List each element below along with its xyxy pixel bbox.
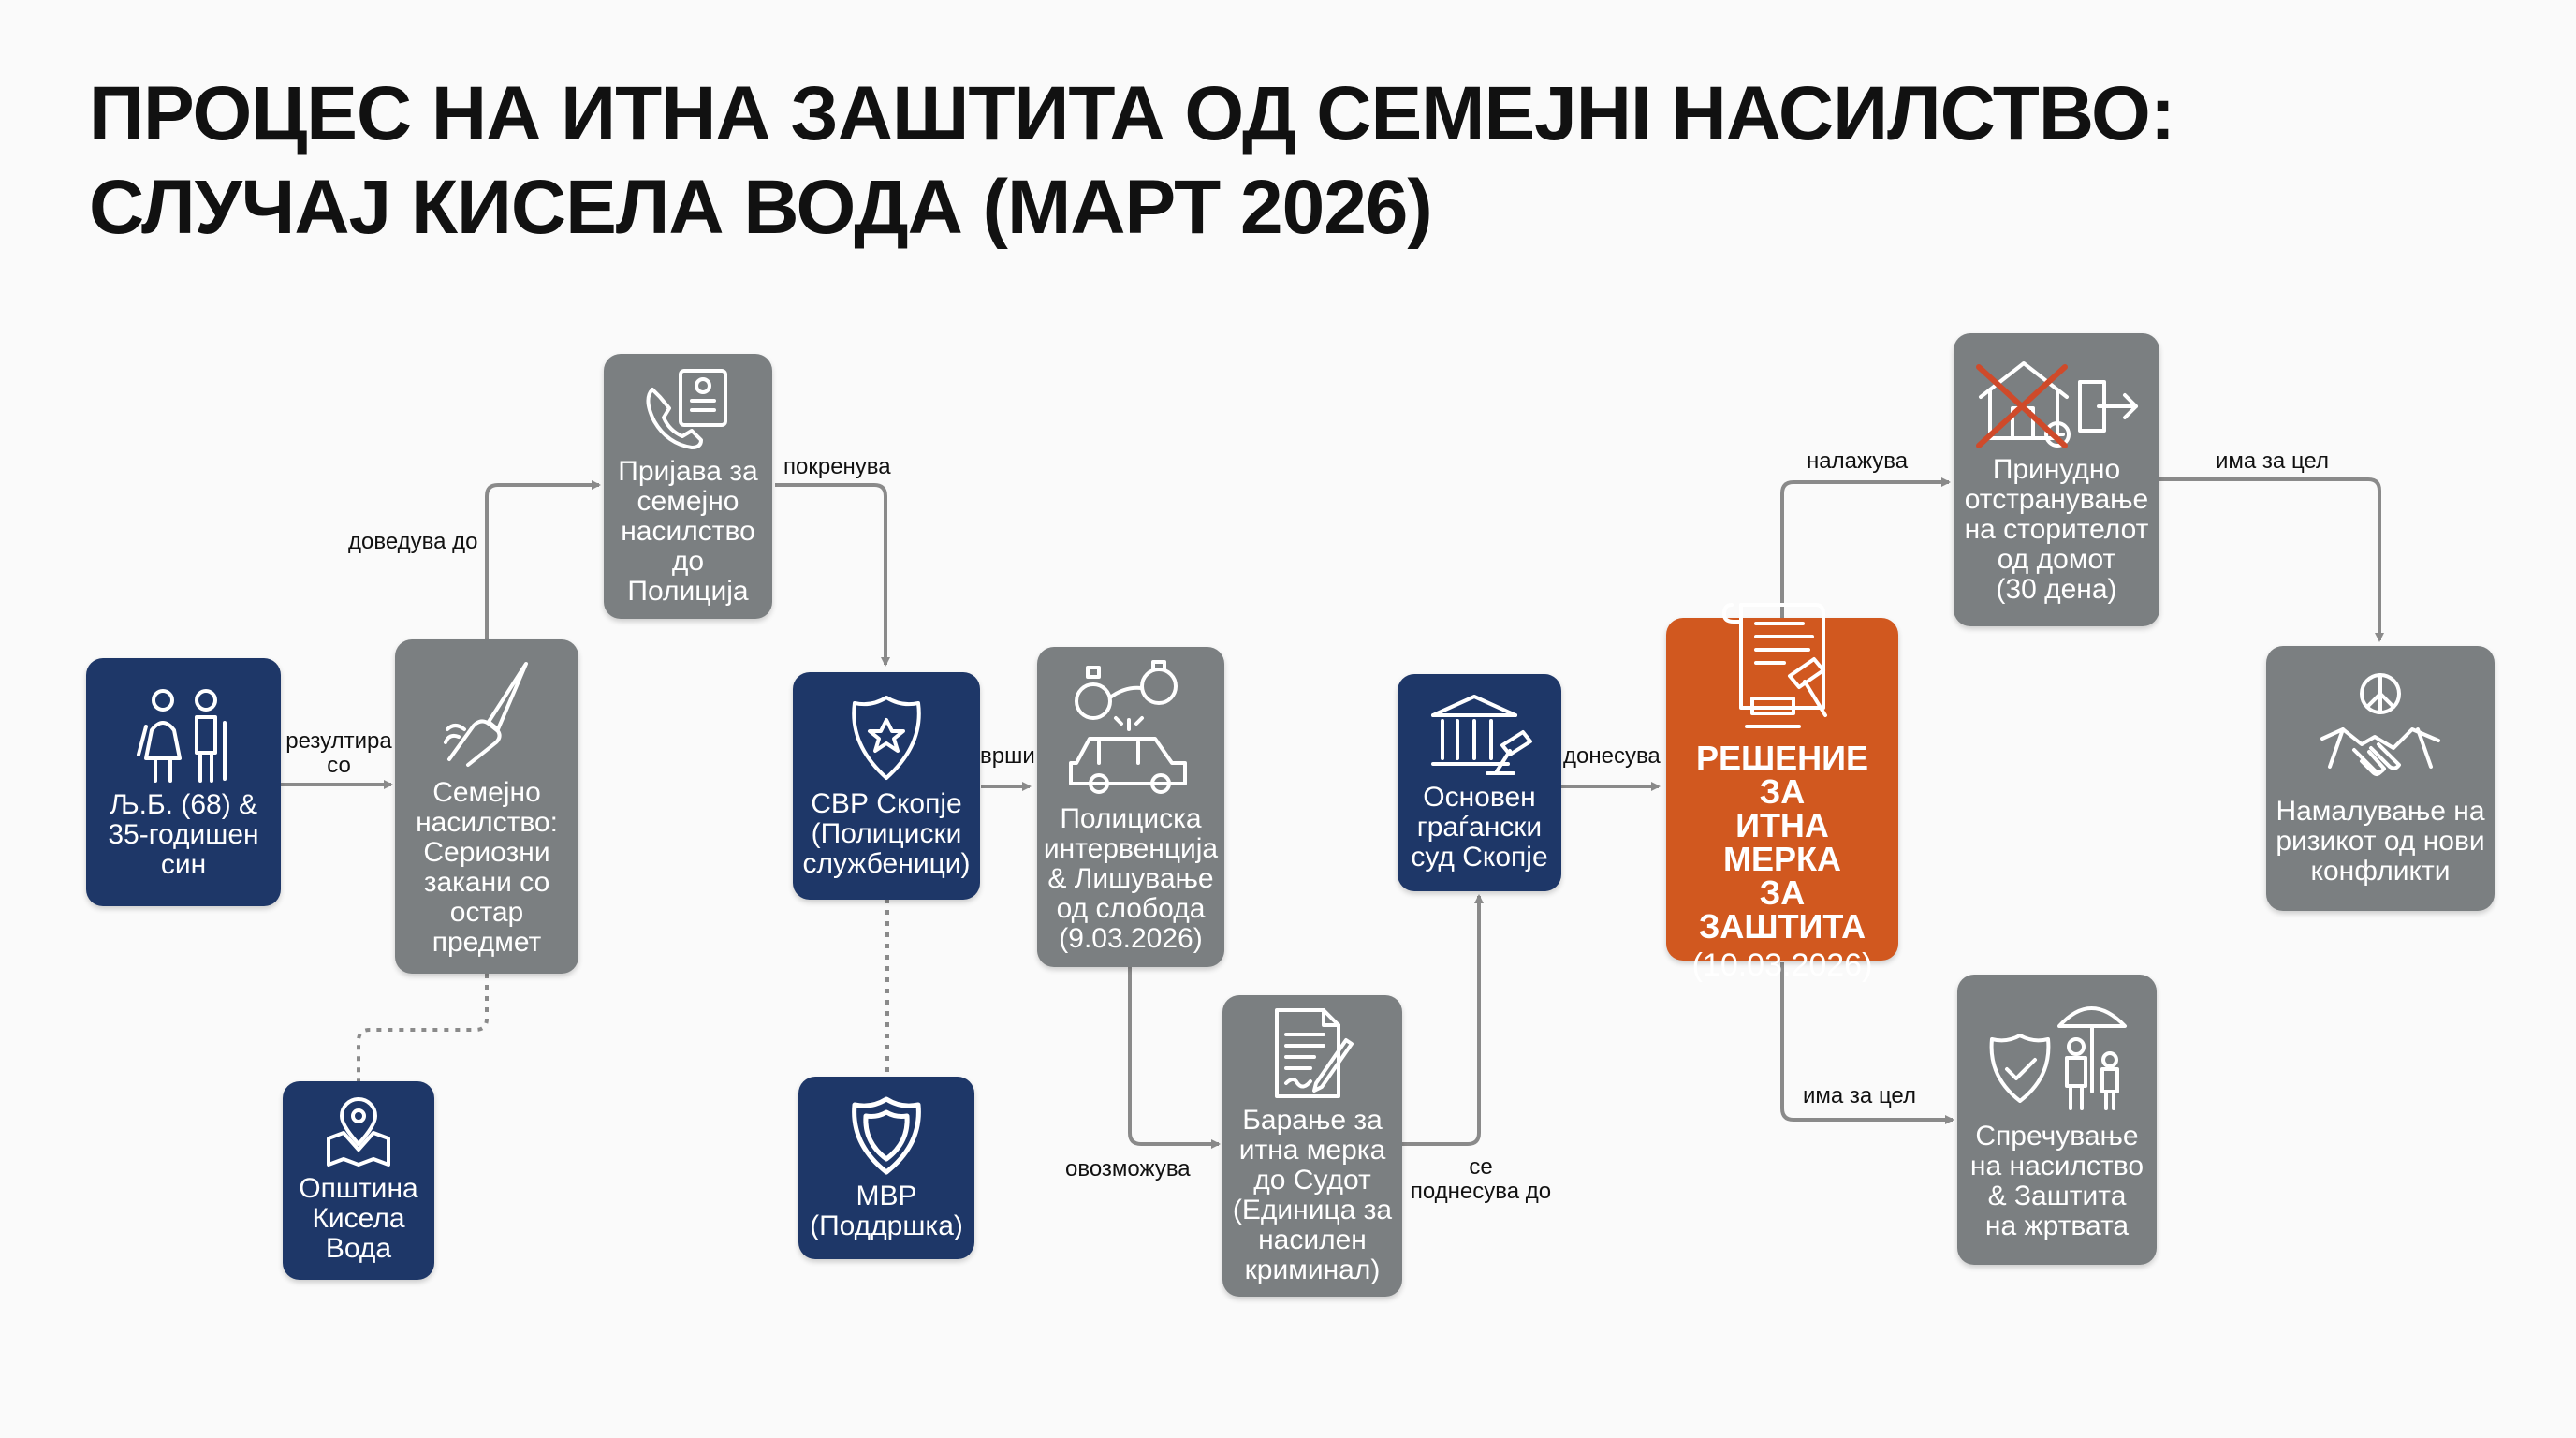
edge-label-submitted-to: се поднесува до [1410,1154,1552,1204]
edge-label-results-in: резултира со [285,728,392,778]
node-report-label: Пријава за семејно насилство до Полиција [618,455,758,607]
edge-label-performs: врши [980,743,1035,769]
courthouse-gavel-icon [1426,693,1534,777]
node-risk-label: Намалување на ризикот од нови конфликти [2276,795,2485,887]
node-intervention: Полициска интервенција & Лишување од сло… [1037,647,1224,967]
page-title: ПРОЦЕС НА ИТНА ЗАШТИТА ОД СЕМЕЈНІ НАСИЛС… [89,67,2175,255]
node-municipality-label: Општина Кисела Вода [299,1173,418,1264]
edge-orders [1780,477,1951,618]
decree-gavel-icon [1719,595,1846,736]
edge-label-initiates: покренува [783,454,891,479]
node-removal: Принудно отстранување на сторителот од д… [1954,333,2159,626]
edge-enables [1128,967,1221,1149]
node-violence: Семејно насилство: Сериозни закани со ос… [395,639,578,974]
node-report: Пријава за семејно насилство до Полиција [604,354,772,619]
node-risk: Намалување на ризикот од нови конфликти [2266,646,2495,911]
node-court-label: Основен граѓански суд Скопје [1411,782,1548,873]
node-prevention-label: Спречување на насилство & Заштита на жрт… [1969,1121,2144,1241]
node-request: Барање за итна мерка до Судот (Единица з… [1222,995,1402,1297]
node-municipality: Општина Кисела Вода [283,1081,434,1280]
node-court: Основен граѓански суд Скопје [1398,674,1561,891]
node-decision-label: РЕШЕНИЕ ЗА ИТНА МЕРКА ЗА ЗАШТИТА [1695,739,1869,946]
edge-dotted-municipality [357,974,489,1081]
node-prevention: Спречување на насилство & Заштита на жрт… [1957,975,2157,1265]
node-violence-label: Семејно насилство: Сериозни закани со ос… [416,776,558,958]
knife-hand-icon [431,656,543,772]
node-removal-label: Принудно отстранување на сторителот од д… [1964,453,2149,605]
node-decision-date: (10.03.2026) [1691,947,1873,983]
edge-label-leads-to: доведува до [348,529,478,554]
shield-umbrella-family-icon [1983,998,2132,1116]
node-request-label: Барање за итна мерка до Судот (Единица з… [1232,1105,1393,1285]
edge-label-aims-at-2: има за цел [1803,1083,1916,1108]
handcuffs-police-car-icon [1056,660,1206,799]
edge-submitted-to [1402,894,1484,1146]
node-persons-label: Љ.Б. (68) & 35-годишен син [108,788,259,880]
edge-label-aims-at-1: има за цел [2216,448,2329,474]
peace-handshake-icon [2317,671,2444,791]
document-pen-icon [1267,1006,1357,1100]
title-line-1: ПРОЦЕС НА ИТНА ЗАШТИТА ОД СЕМЕЈНІ НАСИЛС… [89,71,2175,156]
edge-initiates [775,483,890,667]
map-pin-icon [325,1097,392,1168]
node-persons: Љ.Б. (68) & 35-годишен син [86,658,281,906]
edge-label-issues: донесува [1563,743,1661,769]
node-mvr: МВР (Поддршка) [798,1077,974,1259]
elderly-couple-icon [131,685,236,785]
node-intervention-label: Полициска интервенција & Лишување од сло… [1043,803,1219,954]
shield-icon [851,1095,922,1176]
edge-label-orders: налажува [1807,448,1909,474]
phone-report-icon [643,367,733,451]
edge-aims-at-1 [2159,477,2384,642]
title-line-2: СЛУЧАЈ КИСЕЛА ВОДА (МАРТ 2026) [89,165,1433,250]
house-exit-icon [1968,356,2145,449]
edge-aims-at-2 [1780,962,1954,1124]
edge-label-enables: овозможува [1065,1156,1191,1181]
node-decision: РЕШЕНИЕ ЗА ИТНА МЕРКА ЗА ЗАШТИТА (10.03.… [1666,603,1898,983]
edge-leads-to [485,480,601,639]
node-svr-label: СВР Скопје (Полициски службеници) [802,787,971,879]
node-svr: СВР Скопје (Полициски службеници) [793,672,980,900]
police-badge-icon [847,694,926,784]
node-mvr-label: МВР (Поддршка) [810,1180,963,1241]
